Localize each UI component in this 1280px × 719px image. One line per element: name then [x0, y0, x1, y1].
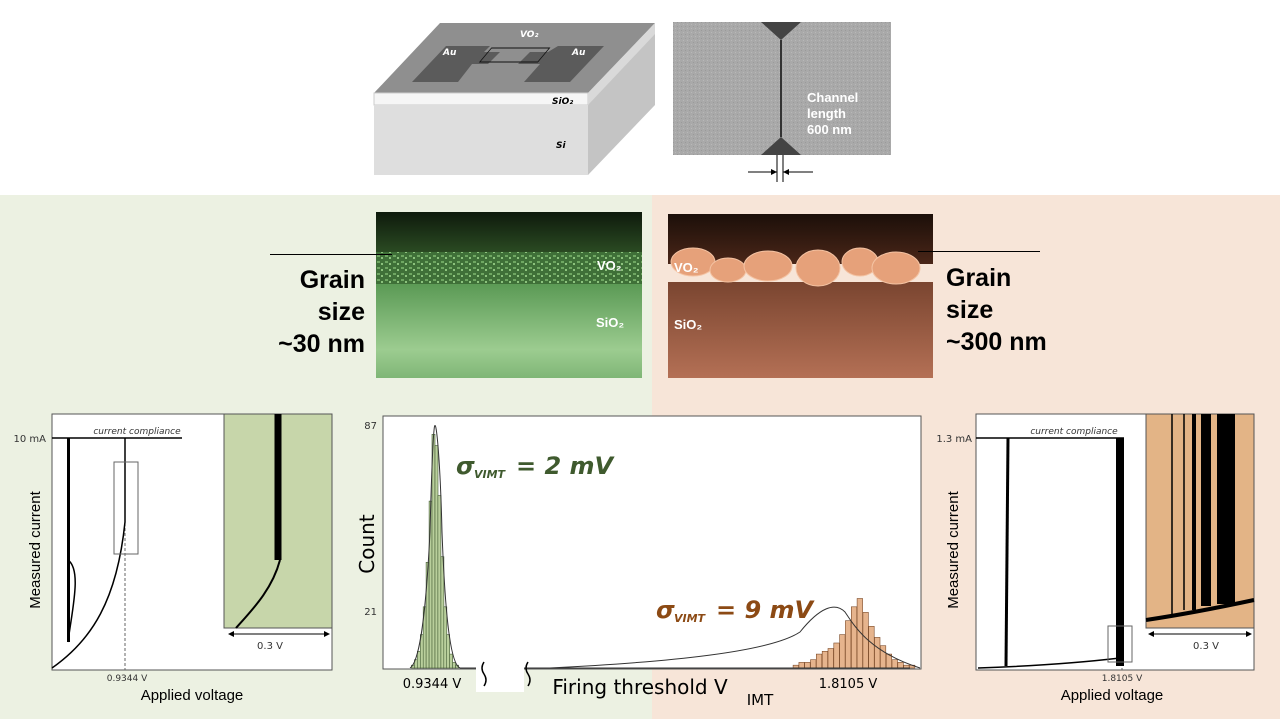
firing-threshold-histogram: 87 21 Count 0.9344 V 1.8105 V Firing thr…: [355, 415, 922, 709]
histogram-bar: [839, 634, 846, 669]
channel-caption-3: 600 nm: [807, 122, 852, 137]
hist-xlabel-sub: IMT: [747, 691, 774, 709]
histogram-bar: [810, 659, 817, 669]
sigma-left-annotation: σ VIMT = 2 mV: [456, 452, 616, 481]
svg-text:σ: σ: [456, 452, 475, 480]
iv-left-ylabel: Measured current: [27, 490, 44, 608]
histogram-bar: [437, 495, 442, 669]
svg-text:= 2 mV: = 2 mV: [516, 452, 616, 480]
au-right-label: Au: [571, 48, 586, 58]
iv-curve-left: 0.3 V 10 mA current compliance 0.9344 V …: [14, 413, 333, 704]
si-label: Si: [556, 141, 566, 151]
histogram-bar: [845, 620, 852, 669]
vo2-label: VO₂: [520, 30, 538, 40]
histogram-bar: [891, 659, 898, 669]
hist-ytick-87: 87: [364, 421, 377, 432]
histogram-bar: [879, 645, 887, 669]
histogram-bar: [874, 637, 881, 669]
iv-left-inset-scale: 0.3 V: [257, 641, 283, 652]
histogram-bar: [815, 653, 823, 669]
small-grain-title: Grain size ~30 nm: [278, 266, 365, 358]
small-grain-sio2-label: SiO₂: [596, 315, 624, 330]
histogram-bar: [417, 651, 421, 669]
histogram-bar: [868, 626, 875, 669]
au-right-electrode: [518, 46, 604, 82]
histogram-bar: [449, 653, 453, 669]
iv-right-compliance-label: current compliance: [1030, 427, 1118, 437]
small-grain-sem-image: VO₂ SiO₂: [376, 212, 642, 378]
histogram-bar: [833, 642, 840, 669]
channel-caption-2: length: [807, 106, 846, 121]
large-grain-vo2-label: VO₂: [674, 260, 699, 275]
hist-ylabel: Count: [355, 514, 379, 574]
iv-left-current-tick: 10 mA: [14, 434, 47, 445]
hist-ytick-21: 21: [364, 607, 377, 618]
iv-curve-right: 0.3 V 1.3 mA current compliance 1.8105 V…: [936, 413, 1255, 704]
iv-right-xlabel: Applied voltage: [1061, 687, 1164, 704]
small-grain-leader-line: [270, 254, 392, 255]
hist-xlabel: Firing threshold V: [552, 675, 728, 699]
device-schematic: Au Au VO₂ SiO₂ Si: [373, 23, 655, 175]
histogram-bar: [434, 445, 439, 669]
iv-right-inset-scale: 0.3 V: [1193, 641, 1219, 652]
svg-text:σ: σ: [656, 596, 675, 624]
histogram-bar: [446, 634, 450, 669]
au-left-label: Au: [442, 48, 457, 58]
sio2-label: SiO₂: [552, 97, 573, 107]
large-grain-sio2-label: SiO₂: [674, 317, 702, 332]
histogram-bar: [804, 662, 811, 669]
hist-xtick-right: 1.8105 V: [819, 677, 878, 692]
histogram-bar: [420, 634, 424, 669]
iv-left-compliance-label: current compliance: [93, 427, 181, 437]
hist-xtick-left: 0.9344 V: [403, 677, 462, 692]
histogram-bar: [431, 433, 436, 669]
histogram-bar: [798, 662, 805, 669]
histogram-bar: [443, 606, 448, 669]
large-grain-sem-image: VO₂ SiO₂: [668, 214, 933, 378]
iv-right-current-tick: 1.3 mA: [936, 434, 972, 445]
sigma-right-annotation: σ VIMT = 9 mV: [656, 596, 816, 625]
iv-right-voltage-tick: 1.8105 V: [1102, 674, 1143, 684]
histogram-bar: [821, 651, 829, 669]
histogram-bar: [452, 662, 456, 669]
svg-text:= 9 mV: = 9 mV: [716, 596, 816, 624]
small-grain-vo2-label: VO₂: [597, 258, 622, 273]
large-grain-title: Grain size ~300 nm: [946, 264, 1047, 356]
iv-right-ylabel: Measured current: [945, 490, 962, 608]
iv-left-xlabel: Applied voltage: [141, 687, 244, 704]
channel-caption-1: Channel: [807, 90, 858, 105]
svg-text:VIMT: VIMT: [674, 612, 707, 625]
iv-left-voltage-tick: 0.9344 V: [107, 674, 148, 684]
histogram-bar: [850, 606, 858, 669]
large-grain-leader-line: [918, 251, 1040, 252]
histogram-bar: [827, 648, 834, 669]
sem-top-view: Channel length 600 nm: [673, 22, 891, 182]
svg-text:VIMT: VIMT: [474, 468, 507, 481]
au-left-electrode: [412, 46, 500, 82]
histogram-bar: [897, 662, 904, 669]
